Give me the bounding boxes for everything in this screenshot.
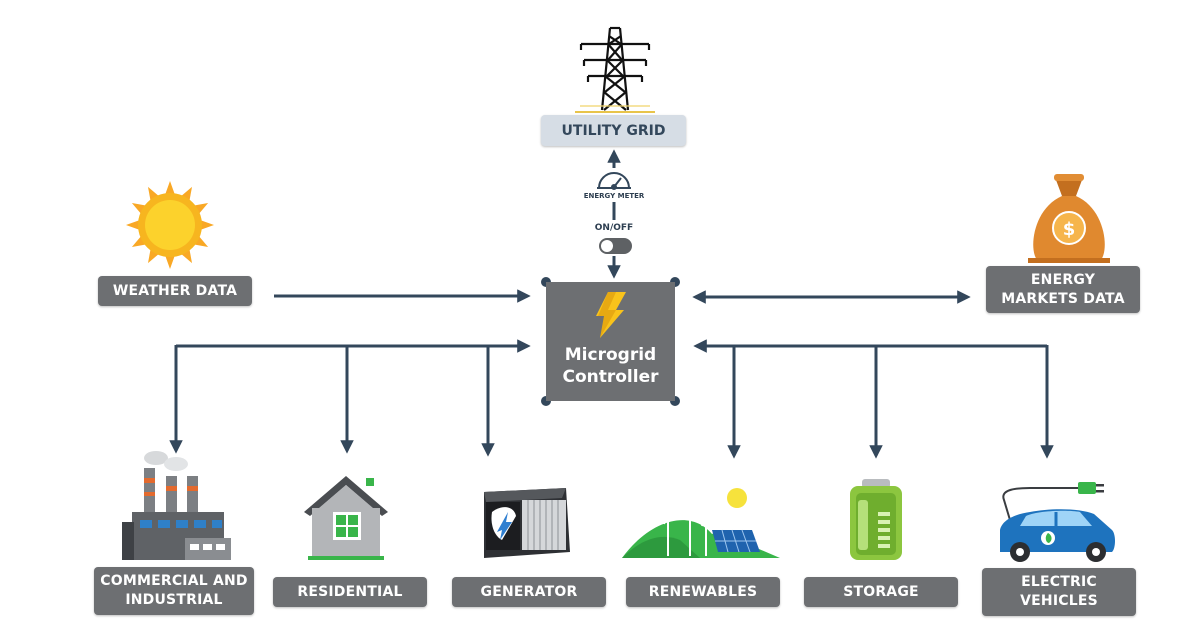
ev-line2: VEHICLES (1020, 593, 1098, 609)
commercial-line1: COMMERCIAL AND (100, 573, 248, 589)
energy-meter-icon (597, 172, 631, 190)
renewables-text: RENEWABLES (648, 583, 758, 600)
energy-markets-label: ENERGY MARKETS DATA (986, 266, 1140, 313)
on-off-label: ON/OFF (594, 223, 634, 233)
connector-lines (169, 149, 1054, 459)
storage-text: STORAGE (843, 583, 919, 600)
lightning-bolt-icon (595, 292, 626, 338)
generator-icon (484, 488, 570, 558)
sun-icon (126, 181, 214, 269)
generator-label: GENERATOR (452, 577, 606, 607)
utility-grid-label: UTILITY GRID (541, 115, 686, 146)
controller-title-line1: Microgrid (564, 345, 657, 365)
renewables-label: RENEWABLES (626, 577, 780, 607)
battery-icon (850, 479, 902, 560)
house-icon (304, 476, 388, 560)
on-off-toggle-icon (599, 238, 632, 254)
residential-label: RESIDENTIAL (273, 577, 427, 607)
residential-text: RESIDENTIAL (297, 583, 403, 600)
transmission-tower-icon (575, 26, 655, 113)
weather-data-label: WEATHER DATA (98, 276, 252, 306)
storage-label: STORAGE (804, 577, 958, 607)
energy-markets-line2: MARKETS DATA (1001, 290, 1125, 307)
commercial-industrial-label: COMMERCIAL AND INDUSTRIAL (94, 567, 254, 615)
generator-text: GENERATOR (480, 583, 578, 600)
energy-markets-line1: ENERGY (1030, 271, 1096, 288)
electric-vehicle-icon (1000, 482, 1115, 562)
renewables-icon (622, 484, 780, 558)
weather-data-text: WEATHER DATA (112, 282, 238, 299)
electric-vehicles-label: ELECTRIC VEHICLES (982, 568, 1136, 616)
ev-line1: ELECTRIC (1021, 574, 1097, 590)
svg-text:$: $ (1063, 219, 1076, 240)
utility-grid-text: UTILITY GRID (561, 122, 666, 139)
microgrid-controller: Microgrid Controller (546, 282, 675, 401)
factory-icon (122, 451, 231, 560)
commercial-line2: INDUSTRIAL (125, 592, 223, 608)
energy-meter-label: ENERGY METER (583, 192, 645, 200)
money-bag-icon: $ (1028, 174, 1110, 263)
controller-title-line2: Controller (562, 367, 659, 387)
